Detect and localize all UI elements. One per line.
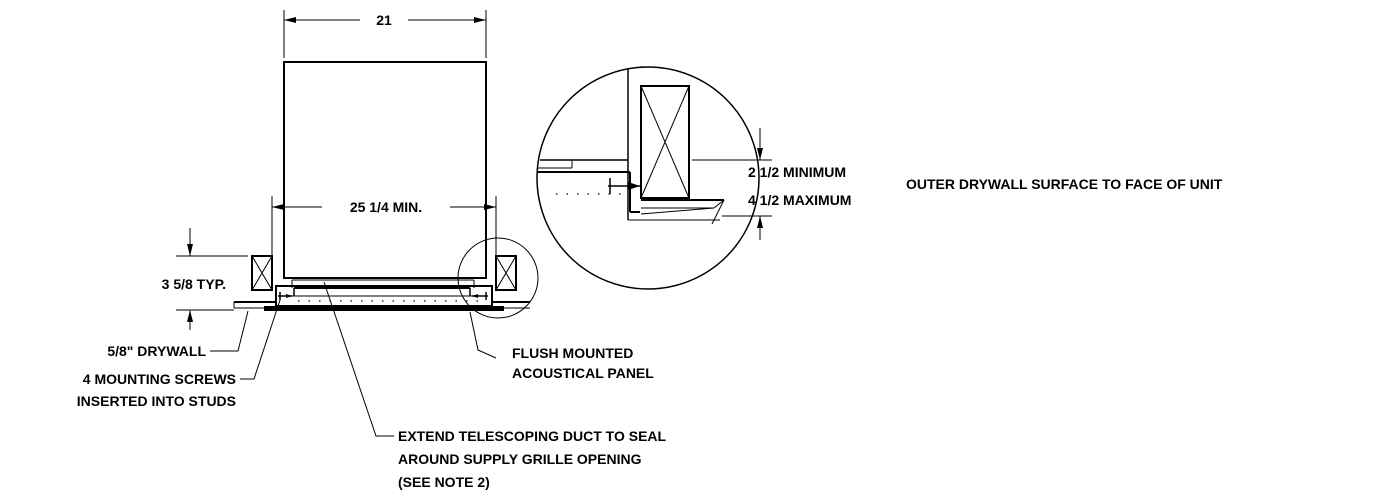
drywall-callout: 5/8" DRYWALL (107, 310, 249, 359)
width-label: 21 (376, 12, 392, 28)
stud-depth-label: 3 5/8 TYP. (162, 276, 226, 292)
screw-right (472, 292, 488, 300)
grille-assembly (264, 279, 504, 311)
left-stud (251, 255, 273, 291)
screws-callout: 4 MOUNTING SCREWS INSERTED INTO STUDS (77, 299, 281, 409)
detail-max-label: 4 1/2 MAXIMUM (748, 192, 851, 208)
duct-callout: EXTEND TELESCOPING DUCT TO SEAL AROUND S… (323, 281, 667, 490)
detail-circle (536, 66, 760, 290)
detail-marker-circle (457, 237, 539, 319)
panel-label-1: FLUSH MOUNTED (512, 345, 633, 361)
drywall-label: 5/8" DRYWALL (107, 343, 206, 359)
right-stud (495, 255, 517, 291)
screws-label-2: INSERTED INTO STUDS (77, 393, 236, 409)
width-dimension: 21 (283, 10, 487, 58)
duct-label-1: EXTEND TELESCOPING DUCT TO SEAL (398, 428, 667, 444)
duct-label-3: (SEE NOTE 2) (398, 474, 490, 490)
detail-note-label: OUTER DRYWALL SURFACE TO FACE OF UNIT (906, 176, 1223, 192)
stud-depth-dimension: 3 5/8 TYP. (162, 228, 248, 330)
detail-min-label: 2 1/2 MINIMUM (748, 164, 846, 180)
min-width-dimension: 25 1/4 MIN. (271, 196, 497, 286)
panel-callout: FLUSH MOUNTED ACOUSTICAL PANEL (469, 311, 654, 381)
screws-label-1: 4 MOUNTING SCREWS (83, 371, 236, 387)
unit-body (283, 61, 487, 279)
duct-label-2: AROUND SUPPLY GRILLE OPENING (398, 451, 642, 467)
drywall (233, 301, 530, 309)
detail-view (536, 66, 760, 290)
min-width-label: 25 1/4 MIN. (350, 199, 422, 215)
detail-dimension: 2 1/2 MINIMUM 4 1/2 MAXIMUM OUTER DRYWAL… (692, 128, 1223, 240)
screw-left (278, 292, 292, 300)
panel-label-2: ACOUSTICAL PANEL (512, 365, 654, 381)
